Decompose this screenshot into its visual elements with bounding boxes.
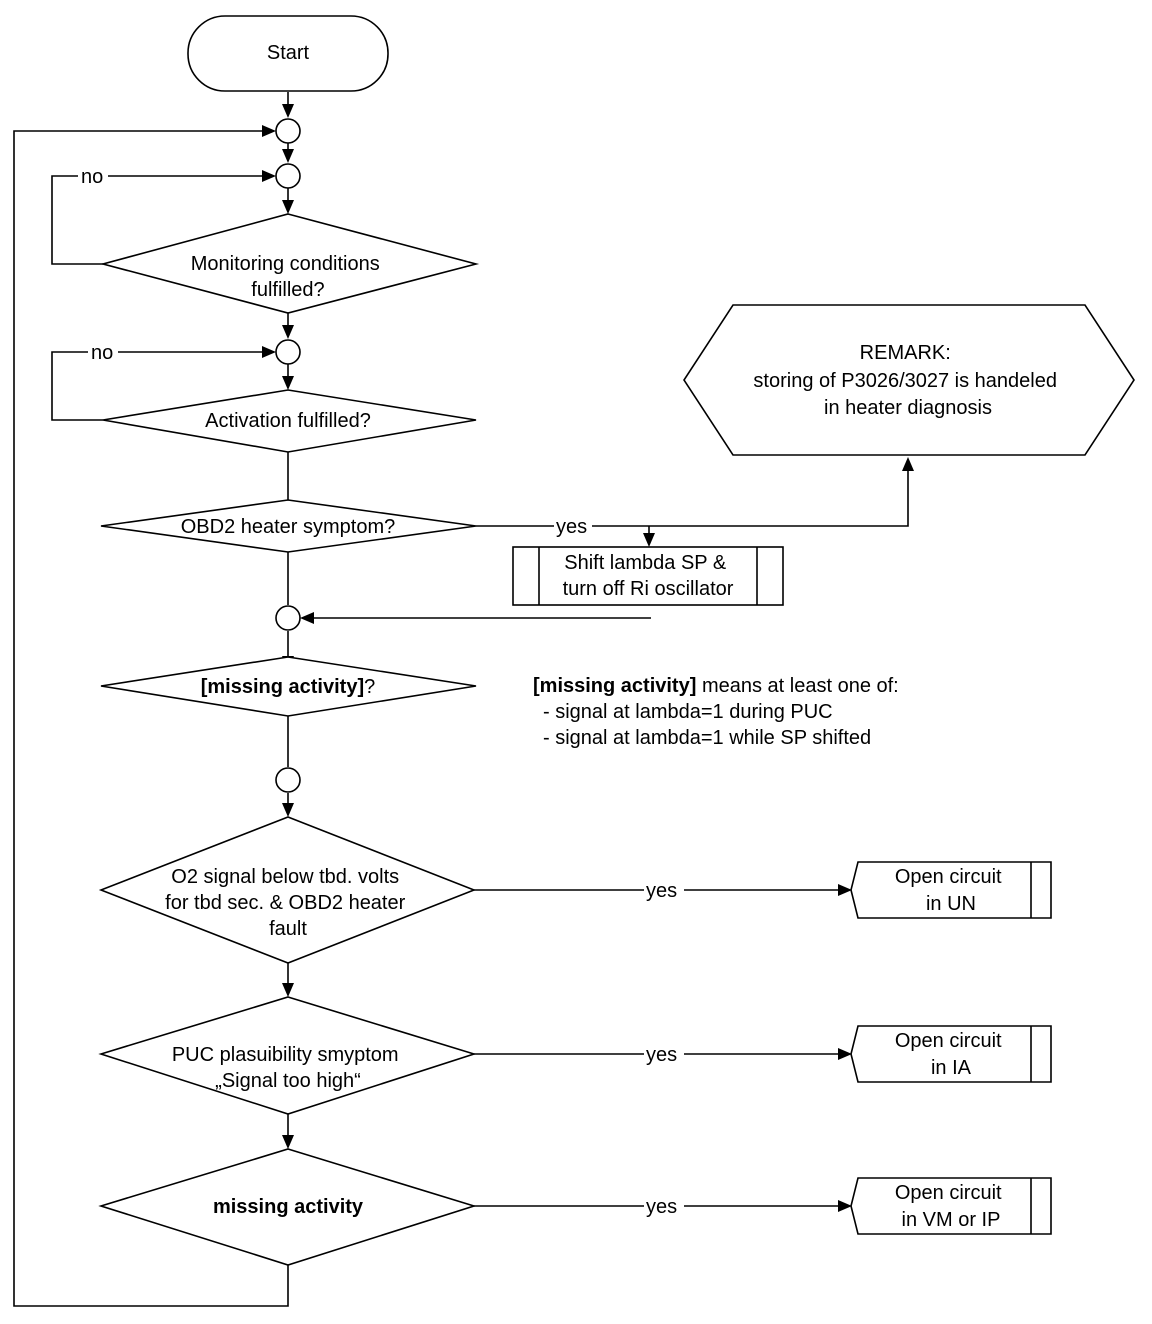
decision-text-line: Monitoring conditions (191, 253, 380, 275)
edge-label-yes: yes (646, 880, 677, 902)
remark-text-line: REMARK: (860, 342, 951, 364)
note-item: - signal at lambda=1 during PUC (543, 701, 833, 723)
svg-text:Monitoring conditions fu: Monitoring conditions fulfilled? (191, 253, 386, 301)
junction-circle (275, 163, 301, 189)
arrowhead-right (838, 1200, 852, 1212)
decision-text: Activation fulfilled? (205, 410, 371, 432)
missing-activity-note: [missing activity] means at least one of… (533, 675, 899, 749)
start-label: Start (267, 42, 310, 64)
svg-text:PUC plasuibility smyptom: PUC plasuibility smyptom „Signal too hig… (172, 1044, 404, 1092)
decision-monitoring-conditions: Monitoring conditions fulfilled? (99, 213, 480, 314)
edge-label-yes: yes (556, 516, 587, 538)
svg-text:Shift lambda SP & turn o: Shift lambda SP & turn off Ri oscillator (563, 552, 734, 600)
edge-label-no: no (91, 342, 113, 364)
process-text-line: Shift lambda SP & (564, 552, 727, 574)
svg-text:Open circuit in VM or IP: Open circuit in VM or IP (895, 1182, 1007, 1231)
svg-text:O2 signal below tbd. volts: O2 signal below tbd. volts for tbd sec. … (165, 866, 411, 940)
arrowhead-down (282, 200, 294, 214)
arrowhead-down (282, 325, 294, 339)
start-terminator: Start (187, 15, 389, 92)
junction-circle (275, 339, 301, 365)
result-open-circuit-ia: Open circuit in IA (850, 1025, 1052, 1083)
process-text-line: turn off Ri oscillator (563, 578, 734, 600)
process-shift-lambda: Shift lambda SP & turn off Ri oscillator (512, 546, 784, 606)
decision-missing-activity: missing activity (98, 1148, 477, 1266)
arrowhead-right (262, 125, 276, 137)
result-text-line: in VM or IP (902, 1209, 1001, 1231)
result-text-line: Open circuit (895, 866, 1002, 888)
edge-label-no: no (81, 166, 103, 188)
note-term: [missing activity] (533, 675, 696, 697)
decision-missing-activity-question: [missing activity]? (100, 656, 477, 717)
arrowhead-down (282, 1135, 294, 1149)
decision-text-line: PUC plasuibility smyptom (172, 1044, 399, 1066)
svg-text:Open circuit in UN: Open circuit in UN (895, 866, 1007, 915)
decision-text-line: fault (269, 918, 307, 940)
edge-label-yes: yes (646, 1044, 677, 1066)
decision-text-line: „Signal too high“ (215, 1070, 361, 1092)
decision-text: OBD2 heater symptom? (181, 516, 396, 538)
decision-obd2-heater-symptom: OBD2 heater symptom? (100, 499, 477, 553)
junction-circle (275, 605, 301, 631)
junction-circle (275, 767, 301, 793)
result-text-line: Open circuit (895, 1182, 1002, 1204)
decision-puc-plausibility: PUC plasuibility smyptom „Signal too hig… (98, 996, 477, 1115)
decision-text-bold: [missing activity] (201, 676, 364, 698)
result-open-circuit-vm-ip: Open circuit in VM or IP (850, 1177, 1052, 1235)
arrowhead-down (282, 983, 294, 997)
note-text: means at least one of: (696, 675, 898, 697)
svg-text:[missing activity]?: [missing activity]? (201, 676, 376, 698)
remark-text-line: storing of P3026/3027 is handeled (753, 370, 1057, 392)
arrowhead-right (262, 346, 276, 358)
arrowhead-down (282, 104, 294, 118)
arrowhead-right (262, 170, 276, 182)
result-text-line: Open circuit (895, 1030, 1002, 1052)
result-text-line: in IA (931, 1057, 972, 1079)
svg-text:Open circuit in IA: Open circuit in IA (895, 1030, 1007, 1079)
remark-text-line: in heater diagnosis (824, 397, 992, 419)
arrowhead-down (643, 533, 655, 547)
arrowhead-down (282, 149, 294, 163)
arrowhead-right (838, 884, 852, 896)
arrowhead-down (282, 376, 294, 390)
decision-text-line: for tbd sec. & OBD2 heater (165, 892, 405, 914)
connector-lines (13, 92, 909, 1307)
junction-circle (275, 118, 301, 144)
arrowhead-down (282, 803, 294, 817)
edge-labels: no no yes yes yes yes (78, 164, 684, 1218)
decision-activation: Activation fulfilled? (102, 389, 477, 453)
arrowhead-right (838, 1048, 852, 1060)
svg-text:REMARK: storing of P3026: REMARK: storing of P3026/3027 is handele… (753, 342, 1062, 419)
arrowhead-up (902, 457, 914, 471)
decision-text-rest: ? (364, 676, 375, 698)
svg-text:[missing activity] means at le: [missing activity] means at least one of… (533, 675, 899, 697)
remark-box: REMARK: storing of P3026/3027 is handele… (683, 304, 1135, 456)
decision-text-line: O2 signal below tbd. volts (171, 866, 399, 888)
arrowhead-left (300, 612, 314, 624)
note-item: - signal at lambda=1 while SP shifted (543, 727, 871, 749)
decision-text: missing activity (213, 1196, 364, 1218)
decision-o2-signal: O2 signal below tbd. volts for tbd sec. … (98, 816, 477, 964)
result-open-circuit-un: Open circuit in UN (850, 861, 1052, 919)
decision-text-line: fulfilled? (251, 279, 324, 301)
result-text-line: in UN (926, 893, 976, 915)
edge-label-yes: yes (646, 1196, 677, 1218)
junction-circles (275, 118, 301, 793)
